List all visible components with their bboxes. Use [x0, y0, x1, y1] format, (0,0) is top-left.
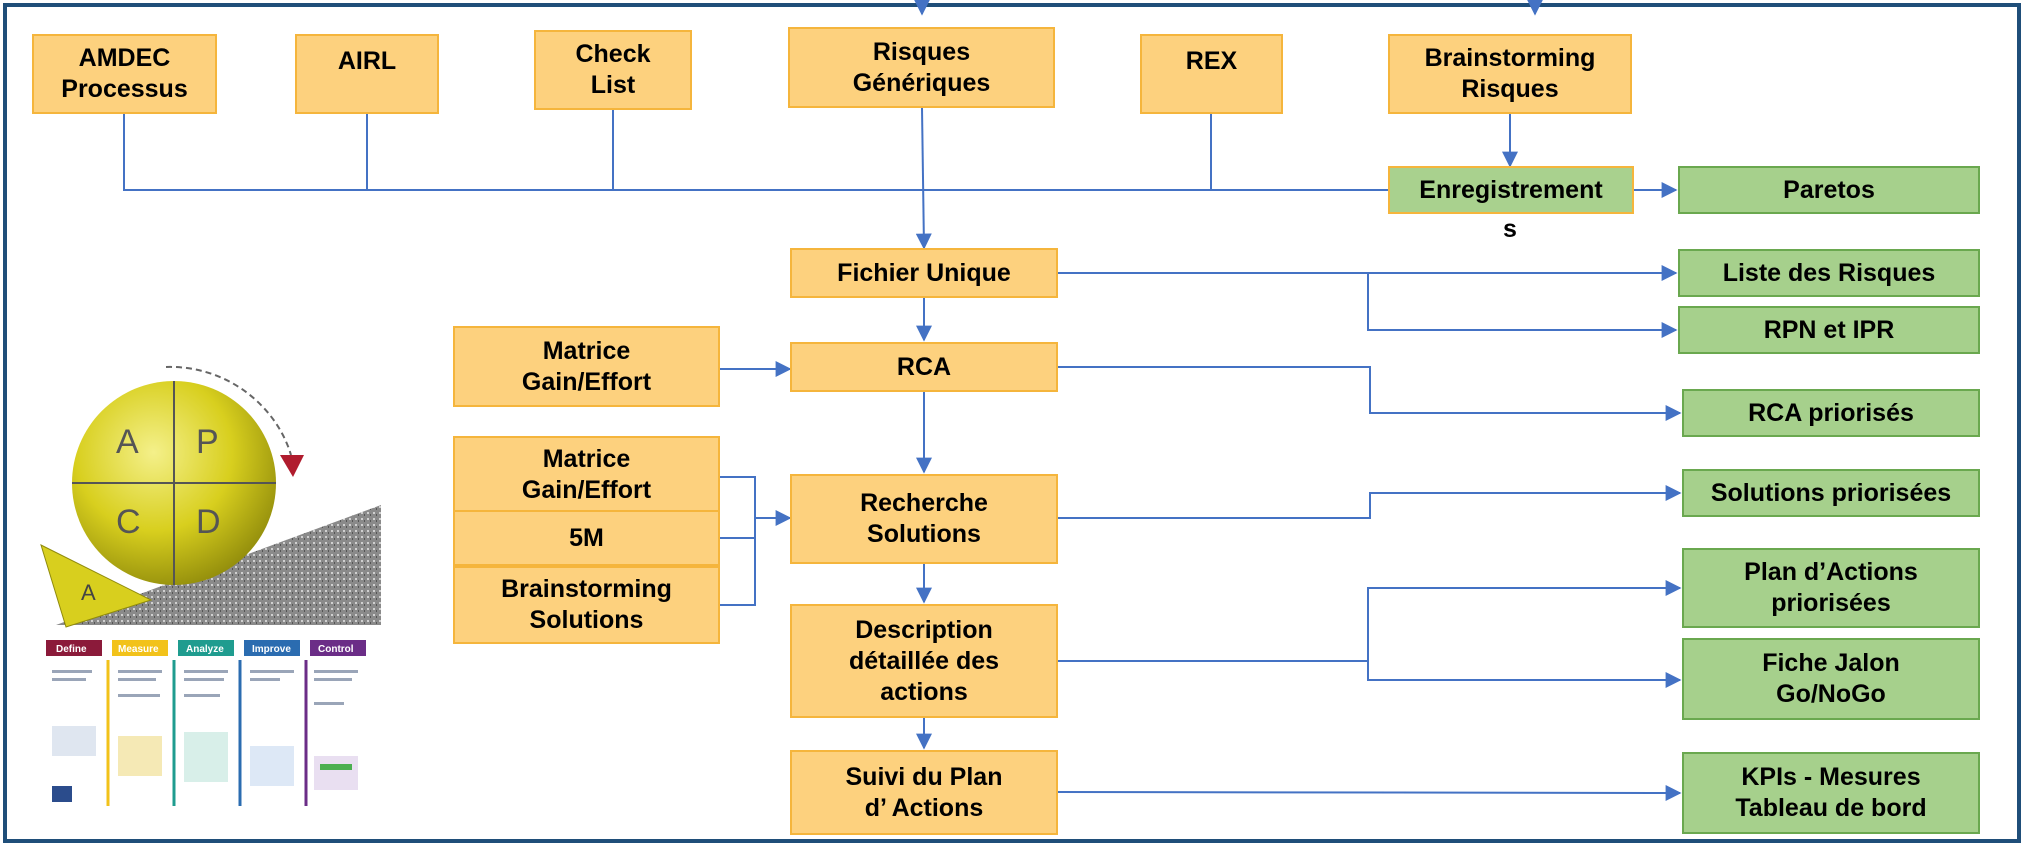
box-paretos: Paretos [1678, 166, 1980, 214]
quadrant-p-letter: P [196, 423, 219, 461]
box-suivi-plan-actions-label: Suivi du Plan d’ Actions [845, 762, 1003, 822]
box-liste-des-risques-label: Liste des Risques [1722, 258, 1936, 287]
rotation-arrow-head [280, 455, 304, 477]
box-rpn-ipr: RPN et IPR [1678, 306, 1980, 354]
box-brainstorming-risques-label: Brainstorming Risques [1424, 44, 1596, 103]
box-rpn-ipr-label: RPN et IPR [1763, 315, 1895, 344]
box-matrice-gain-effort-1-label: Matrice Gain/Effort [521, 336, 652, 396]
box-kpis-mesures: KPIs - Mesures Tableau de bord [1682, 752, 1980, 834]
phase-define: Define [56, 644, 87, 655]
wedge-letter: A [81, 580, 96, 605]
box-brainstorming-solutions: Brainstorming Solutions [453, 566, 720, 644]
box-paretos-label: Paretos [1783, 175, 1875, 204]
pdca-wheel-illustration: A A P C D [40, 365, 381, 628]
box-description-actions-label: Description détaillée des actions [848, 615, 1000, 706]
box-description-actions: Description détaillée des actions [790, 604, 1058, 718]
box-5m: 5M [453, 510, 720, 566]
box-rca-priorises: RCA priorisés [1682, 389, 1980, 437]
box-kpis-mesures-label: KPIs - Mesures Tableau de bord [1735, 763, 1927, 822]
box-plan-actions-priorisees-label: Plan d’Actions priorisées [1744, 558, 1918, 617]
phase-measure: Measure [118, 644, 159, 655]
connector-rca-to-priorises [1058, 366, 1682, 421]
box-amdec-processus-label: AMDEC Processus [61, 44, 188, 103]
connector-fichier-to-rpn [1367, 273, 1678, 338]
diagram-frame [3, 3, 2021, 843]
dmaic-phase-strip: Define Measure Analyze Improve Control [42, 636, 374, 811]
connector-recherche-to-solutions [1058, 485, 1682, 519]
box-risques-generiques: Risques Génériques [788, 27, 1055, 108]
box-amdec-processus: AMDEC Processus [32, 34, 217, 114]
box-solutions-priorisees-label: Solutions priorisées [1710, 478, 1952, 507]
box-suivi-plan-actions: Suivi du Plan d’ Actions [790, 750, 1058, 835]
box-check-list-label: Check List [575, 40, 651, 99]
connector-sources-bus [123, 114, 1388, 191]
box-rex-label: REX [1185, 47, 1238, 75]
connector-suivi-to-kpis [1057, 784, 1682, 801]
box-enregistrements: Enregistrement [1388, 166, 1634, 214]
box-airl-label: AIRL [337, 47, 397, 75]
box-5m-label: 5M [569, 523, 604, 552]
box-matrice-gain-effort-1: Matrice Gain/Effort [453, 326, 720, 407]
box-rex: REX [1140, 34, 1283, 114]
box-brainstorming-risques: Brainstorming Risques [1388, 34, 1632, 114]
quadrant-c-letter: C [116, 503, 141, 541]
box-rca-label: RCA [896, 352, 952, 381]
phase-analyze: Analyze [186, 644, 224, 655]
box-solutions-priorisees: Solutions priorisées [1682, 469, 1980, 517]
wedge-shape [40, 544, 153, 628]
box-fiche-jalon-label: Fiche Jalon Go/NoGo [1762, 649, 1900, 708]
connector-risques-to-fichier [915, 107, 932, 250]
box-enregistrements-overflow-text: s [1503, 215, 1517, 243]
box-plan-actions-priorisees: Plan d’Actions priorisées [1682, 548, 1980, 628]
box-fichier-unique: Fichier Unique [790, 248, 1058, 298]
box-rca: RCA [790, 342, 1058, 392]
rotation-arrow [165, 365, 292, 456]
box-risques-generiques-label: Risques Génériques [852, 37, 991, 97]
box-enregistrements-label: Enregistrement [1419, 175, 1603, 204]
box-matrice-gain-effort-2: Matrice Gain/Effort [453, 436, 720, 514]
quadrant-a-letter: A [116, 423, 139, 461]
connector-description-to-fiche [1367, 661, 1682, 688]
box-recherche-solutions: Recherche Solutions [790, 474, 1058, 564]
phase-control: Control [318, 644, 354, 655]
quadrant-d-letter: D [196, 503, 221, 541]
phase-improve: Improve [252, 644, 291, 655]
connector-description-to-plan [1058, 580, 1682, 662]
box-rca-priorises-label: RCA priorisés [1748, 398, 1914, 427]
box-brainstorming-solutions-label: Brainstorming Solutions [501, 575, 672, 634]
box-recherche-solutions-label: Recherche Solutions [860, 489, 988, 548]
box-airl: AIRL [295, 34, 439, 114]
box-check-list: Check List [534, 30, 692, 110]
box-liste-des-risques: Liste des Risques [1678, 249, 1980, 297]
connector-left-group-bracket [720, 476, 756, 606]
box-fiche-jalon: Fiche Jalon Go/NoGo [1682, 638, 1980, 720]
box-matrice-gain-effort-2-label: Matrice Gain/Effort [521, 445, 652, 504]
box-fichier-unique-label: Fichier Unique [837, 258, 1011, 287]
